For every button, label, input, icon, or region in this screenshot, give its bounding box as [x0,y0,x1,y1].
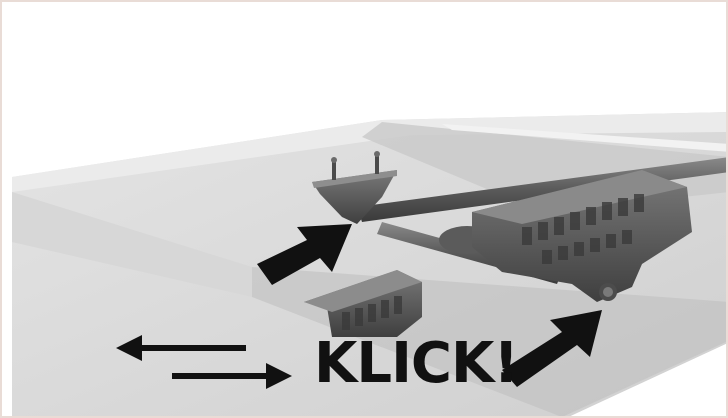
klick-label: KLICK! [314,336,518,392]
